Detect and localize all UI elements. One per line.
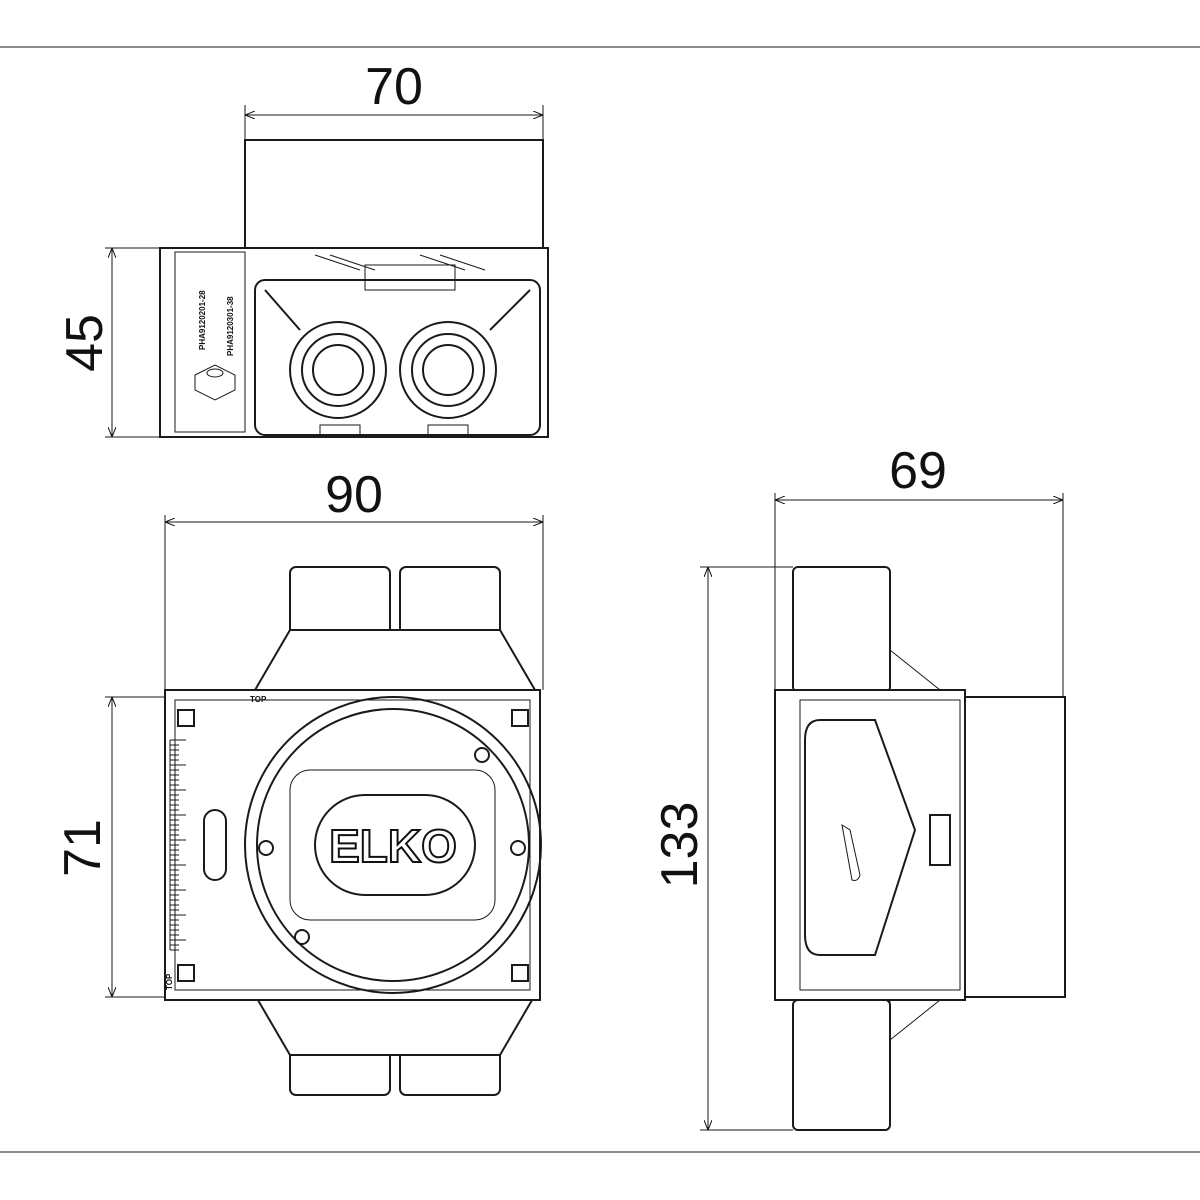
dimension-side-width: 69 xyxy=(774,442,1064,697)
dimension-label: 71 xyxy=(54,819,112,877)
dimension-front-height: 71 xyxy=(54,696,165,998)
dimension-label: 45 xyxy=(56,314,114,372)
dimension-front-width: 90 xyxy=(164,466,544,690)
top-view: PHA9120201-28 PHA9120301-38 xyxy=(159,139,549,438)
dimension-top-width: 70 xyxy=(244,58,544,140)
ruler-scale xyxy=(169,739,186,951)
elko-logo: ELKO xyxy=(329,820,457,872)
dimension-label: 70 xyxy=(365,58,423,116)
top-marker: TOP xyxy=(165,973,174,990)
top-marker: TOP xyxy=(250,695,267,704)
front-view: ELKO TOP TOP xyxy=(164,566,542,1096)
part-number-1: PHA9120201-28 xyxy=(198,290,207,350)
cable-entry-left xyxy=(289,321,387,419)
dimension-side-height: 133 xyxy=(651,566,793,1131)
part-number-2: PHA9120301-38 xyxy=(226,296,235,356)
dimension-top-height: 45 xyxy=(56,247,160,438)
dimension-label: 133 xyxy=(651,802,709,889)
elko-badge xyxy=(203,809,227,881)
dimension-label: 90 xyxy=(325,466,383,524)
cable-entry-right xyxy=(399,321,497,419)
side-view xyxy=(774,566,1066,1131)
dimension-label: 69 xyxy=(889,442,947,500)
box-icon xyxy=(194,364,236,401)
